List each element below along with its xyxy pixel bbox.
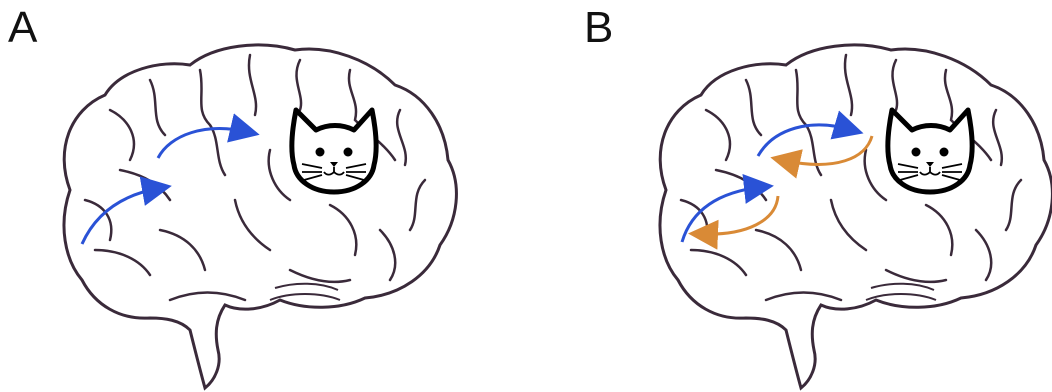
brain-outline: [64, 45, 456, 388]
brain-icon: [660, 45, 1052, 388]
panel-b: B: [526, 0, 1052, 392]
panel-a: A: [0, 0, 526, 392]
panel-b-diagram: [526, 0, 1052, 392]
brain-icon: [64, 45, 456, 388]
panel-a-diagram: [0, 0, 526, 392]
brain-outline: [660, 45, 1052, 388]
